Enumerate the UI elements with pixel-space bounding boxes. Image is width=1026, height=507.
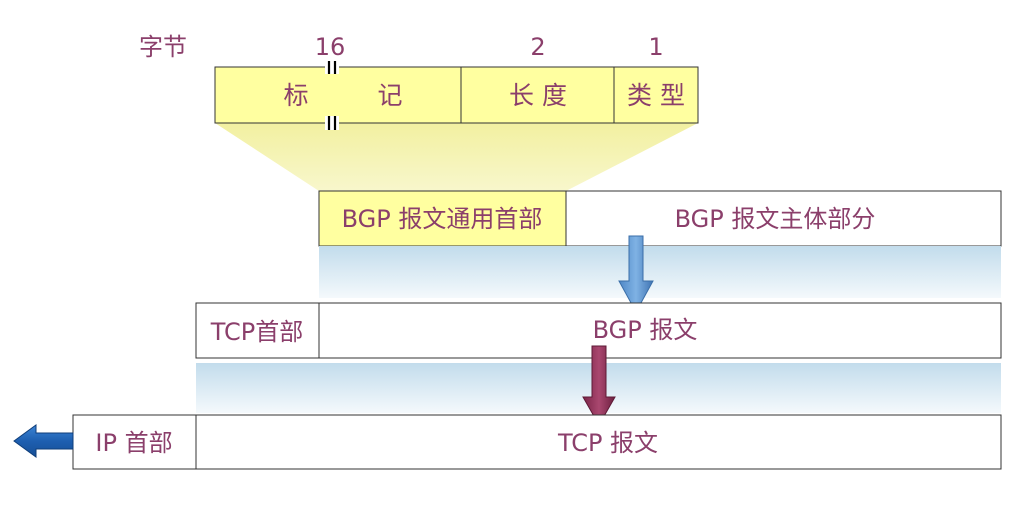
marker-size-label: 16 [315, 33, 346, 61]
bgp-common-header-label: BGP 报文通用首部 [342, 205, 543, 233]
bgp-encapsulation-band [319, 246, 1001, 298]
down-arrow-icon-maroon [582, 345, 616, 427]
left-arrow-icon [13, 424, 74, 458]
tcp-payload-label: BGP 报文 [593, 316, 698, 344]
bgp-body-label: BGP 报文主体部分 [675, 205, 876, 233]
length-size-label: 2 [530, 33, 545, 61]
down-arrow-icon-blue [618, 235, 654, 314]
header-fields-box [214, 66, 699, 124]
ip-payload-box [195, 414, 1002, 470]
tcp-payload-box [318, 302, 1002, 359]
tcp-header-label: TCP首部 [210, 318, 303, 346]
bytes-label: 字节 [139, 33, 187, 61]
marker-field-label-left: 标 [283, 81, 308, 110]
ip-header-label: IP 首部 [95, 429, 172, 457]
expansion-funnel [215, 123, 698, 191]
type-field-label: 类 型 [627, 81, 685, 110]
break-mark-top [325, 61, 339, 74]
ip-payload-label: TCP 报文 [557, 429, 658, 457]
marker-field-label-right: 记 [377, 81, 402, 110]
type-size-label: 1 [648, 33, 663, 61]
break-mark-bottom [325, 116, 339, 130]
length-field-label: 长 度 [509, 81, 567, 110]
